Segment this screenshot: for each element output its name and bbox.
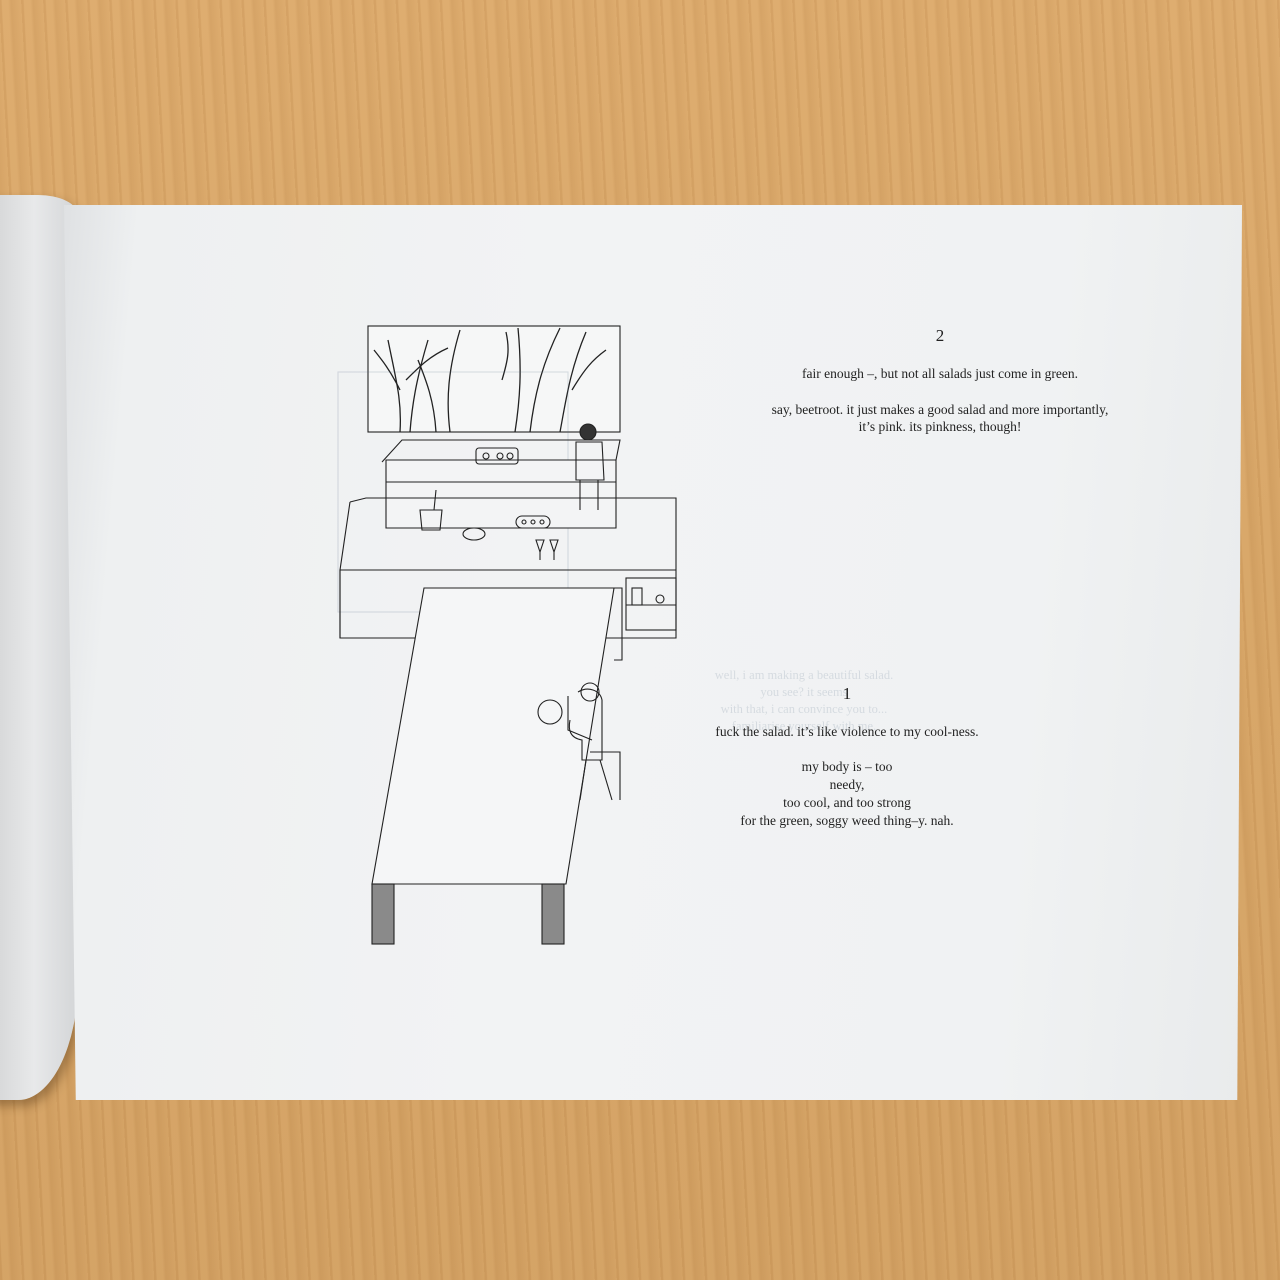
section-2-line-1: fair enough –, but not all salads just c… — [802, 366, 1078, 381]
right-page: well, i am making a beautiful salad. you… — [64, 205, 1242, 1100]
section-1-line-4: too cool, and too strong — [783, 795, 911, 810]
section-2-number: 2 — [935, 326, 945, 345]
show-through-text: well, i am making a beautiful salad. you… — [714, 668, 894, 733]
section-1-line-5: for the green, soggy weed thing–y. nah. — [740, 813, 954, 828]
section-1-line-2: my body is – too — [801, 759, 893, 774]
section-2-line-2: say, beetroot. it just makes a good sala… — [771, 402, 1109, 417]
kitchen-illustration — [337, 325, 677, 945]
left-page-edge — [0, 195, 78, 1100]
section-2-line-3: it’s pink. its pinkness, though! — [858, 419, 1022, 434]
section-1-line-3: needy, — [829, 777, 865, 792]
section-1-number: 1 — [842, 684, 852, 703]
section-1-line-1: fuck the salad. it’s like violence to my… — [715, 724, 979, 739]
